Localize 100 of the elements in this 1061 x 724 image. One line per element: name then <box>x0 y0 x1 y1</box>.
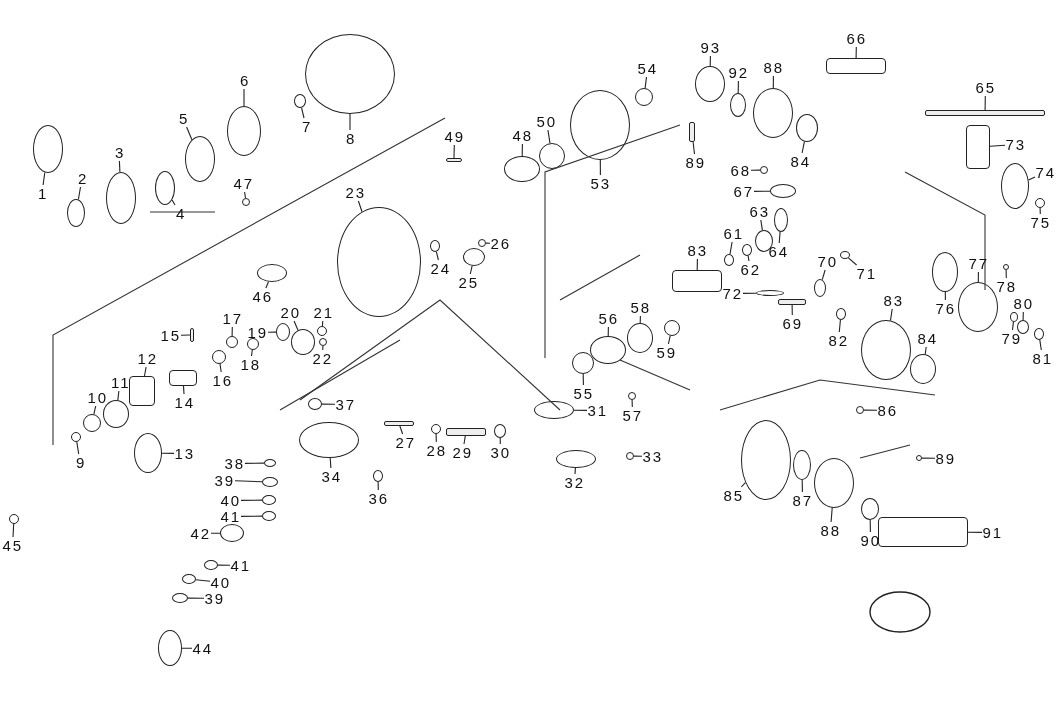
callout-number: 64 <box>768 243 790 259</box>
leader-line <box>469 265 473 275</box>
round-part <box>373 470 383 482</box>
leader-line <box>847 257 858 266</box>
leader-line <box>1011 321 1014 331</box>
callout-number: 89 <box>685 154 707 170</box>
callout-number: 13 <box>174 445 196 461</box>
round-part <box>431 424 441 434</box>
rod-part <box>778 299 806 305</box>
round-part <box>83 413 102 432</box>
leader-line <box>772 75 774 89</box>
leader-line <box>181 647 193 649</box>
rod-part <box>445 428 486 436</box>
round-part <box>241 197 250 206</box>
callout-number: 58 <box>630 299 652 315</box>
callout-number: 28 <box>426 442 448 458</box>
callout-number: 56 <box>598 310 620 326</box>
callout-number: 7 <box>302 118 313 134</box>
leader-line <box>667 335 671 345</box>
round-part <box>570 90 630 160</box>
callout-number: 30 <box>490 444 512 460</box>
leader-line <box>924 346 927 355</box>
callout-number: 29 <box>452 444 474 460</box>
round-part <box>760 166 768 174</box>
leader-line <box>740 482 746 488</box>
leader-line <box>821 269 826 281</box>
round-part <box>663 320 680 337</box>
callout-number: 50 <box>536 113 558 129</box>
callout-number: 10 <box>87 389 109 405</box>
callout-number: 86 <box>877 402 899 418</box>
callout-number: 9 <box>76 454 87 470</box>
block-part <box>672 270 722 292</box>
leader-line <box>1039 339 1042 351</box>
round-part <box>932 252 958 292</box>
leader-line <box>977 271 979 283</box>
round-part <box>494 424 506 438</box>
callout-number: 40 <box>220 492 242 508</box>
leader-line <box>195 579 211 582</box>
callout-number: 70 <box>817 253 839 269</box>
round-part <box>1017 320 1029 334</box>
callout-number: 84 <box>917 330 939 346</box>
round-part <box>635 87 654 106</box>
leader-line <box>869 519 871 533</box>
callout-number: 46 <box>252 288 274 304</box>
round-part <box>308 398 322 410</box>
callout-number: 32 <box>564 474 586 490</box>
callout-number: 79 <box>1001 330 1023 346</box>
round-part <box>9 514 20 524</box>
round-part <box>261 477 278 488</box>
leader-line <box>791 304 793 316</box>
round-part <box>429 240 440 253</box>
round-part <box>226 336 238 348</box>
callout-number: 62 <box>740 261 762 277</box>
leader-line <box>742 292 757 294</box>
callout-number: 33 <box>642 448 664 464</box>
leader-line <box>760 219 763 231</box>
leader-line <box>76 441 80 455</box>
leader-line <box>267 331 277 333</box>
leader-line <box>93 405 97 415</box>
round-part <box>1000 163 1029 210</box>
leader-line <box>250 349 253 357</box>
callout-number: 83 <box>883 292 905 308</box>
round-part <box>534 401 574 419</box>
block-part <box>878 517 968 547</box>
round-part <box>590 336 626 364</box>
leader-line <box>210 532 221 534</box>
round-part <box>182 574 197 585</box>
callout-number: 41 <box>220 508 242 524</box>
round-part <box>539 142 566 169</box>
callout-number: 90 <box>860 532 882 548</box>
leader-line <box>838 319 841 333</box>
leader-line <box>117 390 120 401</box>
leader-line <box>729 241 733 255</box>
leader-line <box>322 345 324 351</box>
round-part <box>264 459 276 467</box>
round-part <box>916 455 922 461</box>
callout-number: 65 <box>975 79 997 95</box>
callout-number: 75 <box>1030 214 1052 230</box>
round-part <box>256 264 287 283</box>
callout-number: 53 <box>590 175 612 191</box>
leader-line <box>377 481 379 491</box>
leader-line <box>1039 207 1041 215</box>
leader-line <box>747 255 750 262</box>
callout-number: 20 <box>280 304 302 320</box>
leader-line <box>574 467 576 475</box>
round-part <box>204 560 218 570</box>
leader-line <box>182 385 185 395</box>
leader-line <box>1005 269 1007 279</box>
rod-part <box>689 122 695 142</box>
round-part <box>774 208 789 233</box>
callout-number: 47 <box>233 175 255 191</box>
leader-line <box>349 113 351 131</box>
callout-number: 31 <box>587 402 609 418</box>
callout-number: 54 <box>637 60 659 76</box>
leader-line <box>855 46 857 59</box>
leader-line <box>118 160 121 173</box>
callout-number: 57 <box>622 407 644 423</box>
leader-line <box>244 191 247 199</box>
callout-number: 84 <box>790 153 812 169</box>
round-part <box>299 422 359 458</box>
